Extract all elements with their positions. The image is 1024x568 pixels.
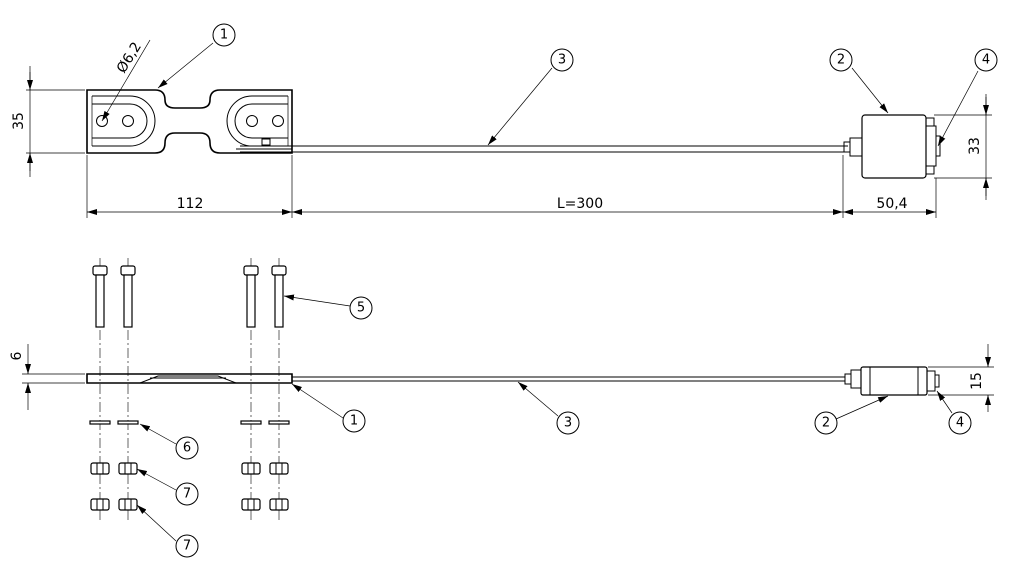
balloon-top-2: 2 xyxy=(837,53,845,68)
dim-connector-side-height: 15 xyxy=(969,372,985,390)
connector-housing-top xyxy=(861,114,927,179)
balloon-side-6: 6 xyxy=(183,441,191,456)
balloon-top-3: 3 xyxy=(558,53,566,68)
nut xyxy=(241,462,261,475)
dim-bracket-height: 35 xyxy=(11,112,27,130)
washer xyxy=(240,420,262,425)
dim-hole-diameter: Ø6,2 xyxy=(114,39,145,76)
nut xyxy=(118,498,138,511)
balloon-side-1: 1 xyxy=(350,414,358,429)
nut xyxy=(90,462,110,475)
bolt xyxy=(92,265,108,328)
hole-icon xyxy=(272,115,284,127)
dim-connector-length: 50,4 xyxy=(876,196,907,212)
hole-icon xyxy=(246,115,258,127)
bolt xyxy=(243,265,259,328)
balloon-side-5: 5 xyxy=(357,301,365,316)
washer xyxy=(268,420,290,425)
nut xyxy=(118,462,138,475)
washer xyxy=(89,420,111,425)
balloon-side-4: 4 xyxy=(956,416,964,431)
connector-housing-side xyxy=(860,366,928,396)
balloon-top-1: 1 xyxy=(220,28,228,43)
bolt xyxy=(271,265,287,328)
dim-plate-thickness: 6 xyxy=(9,351,25,360)
top-view: 35 Ø6,2 112 L=300 50,4 33 1 2 3 xyxy=(11,23,998,218)
nut xyxy=(241,498,261,511)
balloon-side-3: 3 xyxy=(564,416,572,431)
hole-icon xyxy=(122,115,134,127)
mounting-bracket-side xyxy=(86,373,293,384)
side-view: 6 15 5 1 3 2 4 6 7 7 xyxy=(9,258,994,558)
nut xyxy=(269,462,289,475)
dim-cable-length: L=300 xyxy=(557,196,603,212)
dim-connector-height: 33 xyxy=(967,137,983,155)
nut xyxy=(269,498,289,511)
dim-bracket-length: 112 xyxy=(177,196,204,212)
balloon-side-2: 2 xyxy=(822,416,830,431)
bolt xyxy=(120,265,136,328)
balloon-side-7b: 7 xyxy=(183,539,191,554)
balloon-side-7a: 7 xyxy=(183,487,191,502)
washer xyxy=(117,420,139,425)
mounting-bracket-top xyxy=(86,89,293,154)
nut xyxy=(90,498,110,511)
balloon-top-4: 4 xyxy=(982,53,990,68)
